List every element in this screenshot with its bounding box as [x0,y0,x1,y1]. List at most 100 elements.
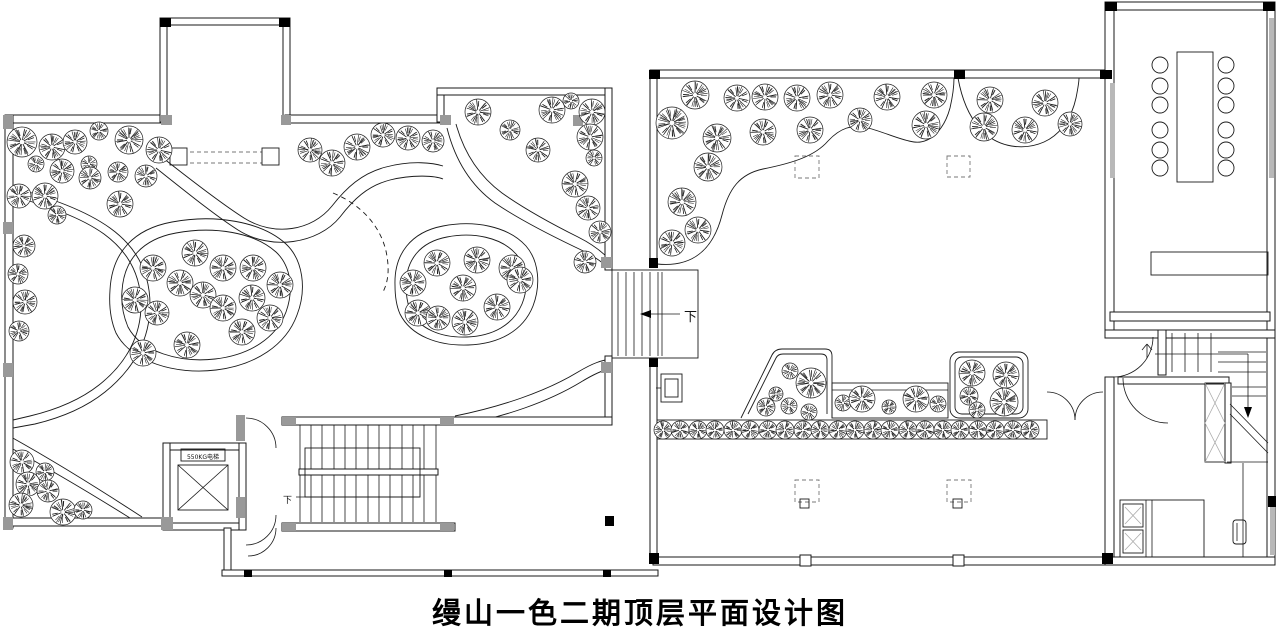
tree-branch [884,407,889,413]
tree-branch [576,184,585,190]
tree-branch [480,116,484,123]
tree-branch [803,430,810,436]
tree-branch [26,302,36,306]
tree-branch [236,320,242,331]
tree-branch [190,336,194,341]
tree-branch [56,142,63,146]
wall-segment [162,522,247,531]
tree-symbol [47,205,67,225]
tree-branch [862,400,869,410]
tree-branch [710,142,715,149]
tree-symbol [425,305,451,331]
tree-branch [436,134,441,139]
tree-branch [204,296,213,304]
tree-branch [866,425,873,430]
wall-segment [159,17,168,123]
tree-branch [790,404,797,407]
tree-branch [23,135,34,142]
tree-branch [253,256,259,267]
tree-branch [924,96,933,104]
tree-branch [129,145,131,152]
tree-branch [100,128,107,131]
tree-branch [922,433,925,438]
tree-branch [571,97,578,101]
tree-branch [271,315,281,318]
tree-branch [9,143,16,146]
wall-segment [4,517,169,527]
tree-branch [409,131,417,138]
tree-branch [703,136,715,139]
tree-branch [196,285,201,291]
tree-branch [18,129,21,137]
tree-branch [41,147,51,152]
tree-branch [928,125,939,128]
tree-branch [124,197,129,201]
tree-branch [674,425,680,430]
tree-branch [927,130,929,137]
tree-branch [511,127,519,130]
tree-branch [673,110,681,122]
tree-branch [1073,117,1079,122]
tree-branch [434,135,443,141]
tree-branch [141,167,145,173]
tree-branch [847,430,852,433]
tree-branch [1071,125,1078,132]
tree-branch [953,431,957,434]
tree-branch [26,238,30,243]
tree-branch [10,326,18,331]
tree-branch [798,96,808,99]
tree-branch [753,426,758,429]
tree-branch [583,126,590,136]
tree-branch [223,296,227,307]
tree-branch [520,267,523,279]
tree-branch [253,269,257,280]
tree-branch [398,131,407,138]
tree-branch [120,141,128,151]
tree-branch [1025,118,1027,125]
tree-branch [38,200,43,206]
tree-branch [91,173,99,178]
tree-branch [725,431,730,434]
tree-branch [982,129,985,139]
tree-branch [708,431,713,435]
bed-edge-curve [394,223,539,346]
tree-branch [786,423,789,427]
tree-branch [187,332,190,344]
tree-branch [960,430,967,436]
tree-branch [240,298,251,303]
tree-branch [19,272,27,275]
tree-branch [828,100,830,106]
tree-branch [99,124,102,130]
tree-branch [849,120,856,123]
tree-branch [977,413,979,417]
tree-branch [60,160,63,170]
tree-branch [115,162,118,171]
tree-branch [692,432,696,436]
tree-branch [813,382,826,386]
tree-branch [963,374,971,381]
tree-branch [931,405,936,408]
tree-branch [820,430,826,437]
tree-branch [766,399,769,406]
tree-branch [146,356,151,362]
tree-branch [786,430,793,435]
tree-branch [713,162,720,166]
tree-branch [940,400,945,403]
tree-branch [754,92,761,95]
tree-branch [420,302,423,309]
tree-branch [127,301,135,309]
tree-branch [600,222,603,231]
tree-branch [719,143,723,149]
tree-branch [862,400,864,410]
tree-branch [415,302,418,308]
tree-branch [593,104,602,112]
tree-branch [972,126,982,129]
tree-branch [586,197,588,204]
tree-branch [986,429,994,432]
tree-branch [50,197,56,200]
chair-circle [1151,121,1169,139]
tree-branch [860,121,868,129]
tree-symbol [107,161,129,183]
tree-branch [92,132,96,135]
tree-branch [403,276,409,281]
